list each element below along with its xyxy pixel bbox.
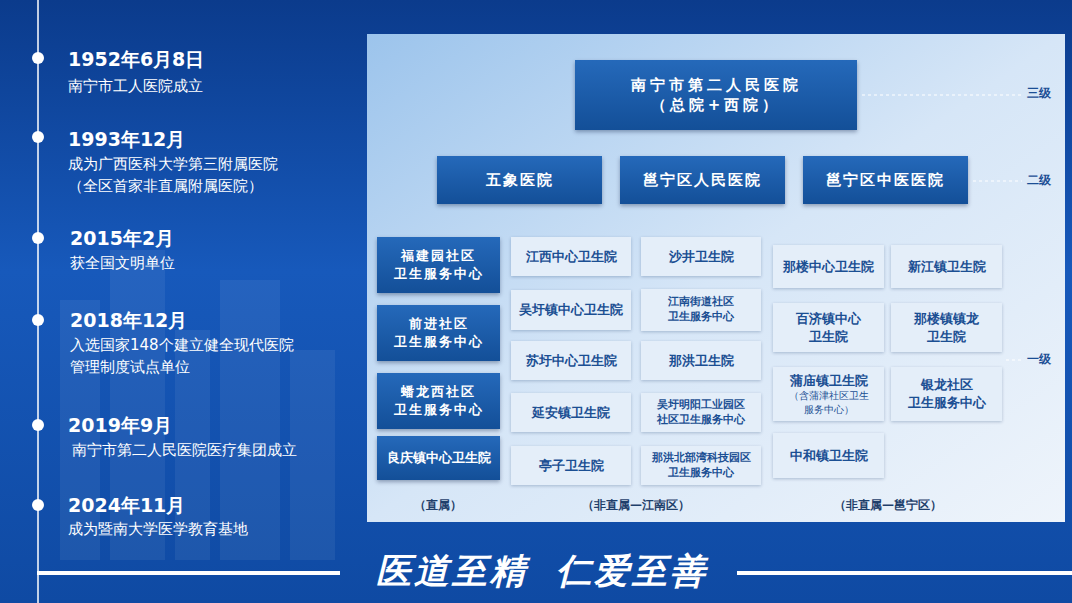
org-box: 五象医院 [437,156,602,204]
org-box: 福建园社区 卫生服务中心 [377,237,500,293]
org-name: 那楼中心卫生院 [783,258,874,276]
timeline-note: 入选国家148个建立健全现代医院 管理制度试点单位 [70,335,296,379]
org-box: 良庆镇中心卫生院 [377,436,500,480]
chart-panel [367,34,1065,522]
org-box-light: 江南街道社区 卫生服务中心 [641,289,761,331]
timeline-date: 1993年12月 [68,128,185,151]
org-name: 江南街道社区 卫生服务中心 [667,295,735,325]
timeline-date: 2018年12月 [70,309,187,332]
timeline-note: 成为暨南大学医学教育基地 [68,519,248,541]
org-name: 福建园社区 卫生服务中心 [393,247,485,282]
column-label: （直属） [338,497,538,514]
org-name: 五象医院 [486,170,554,190]
org-name: 沙井卫生院 [669,248,734,266]
org-name: 那洪卫生院 [669,352,734,370]
timeline-date: 1952年6月8日 [68,48,204,71]
org-box-light: 那楼镇镇龙 卫生院 [891,303,1002,352]
level-label: 二级 [1027,172,1051,189]
level-label: 三级 [1027,85,1051,102]
org-box-light: 中和镇卫生院 [773,433,884,478]
org-box-light: 吴圩明阳工业园区 社区卫生服务中心 [641,393,761,432]
timeline-note: 南宁市第二人民医院医疗集团成立 [72,440,297,462]
org-box: 邕宁区中医医院 [803,156,968,204]
slogan-text: 医道至精 [376,550,528,592]
level-leaders [862,95,1022,360]
org-box-light: 蒲庙镇卫生院（含蒲津社区卫生 服务中心） [773,367,884,421]
org-name: 延安镇卫生院 [532,404,610,422]
slogan-bar [37,571,340,575]
column-label: （非直属—邕宁区） [788,497,988,514]
org-name: 那洪北部湾科技园区 卫生服务中心 [651,451,752,481]
org-box-light: 延安镇卫生院 [511,393,631,432]
org-name: 中和镇卫生院 [790,447,868,465]
org-box: 南宁市第二人民医院 （总院+西院） [575,60,857,130]
level-label: 一级 [1027,351,1051,368]
org-box-light: 苏圩中心卫生院 [511,341,631,380]
org-name: 吴圩镇中心卫生院 [519,301,623,319]
org-box: 蟠龙西社区 卫生服务中心 [377,373,500,429]
org-box-light: 银龙社区 卫生服务中心 [891,367,1002,421]
timeline-note: 成为广西医科大学第三附属医院 （全区首家非直属附属医院） [68,154,280,198]
timeline-line [37,0,39,603]
org-name: 邕宁区人民医院 [643,170,762,190]
org-box-light: 那洪北部湾科技园区 卫生服务中心 [641,446,761,485]
org-name: 银龙社区 卫生服务中心 [907,376,987,411]
org-box-light: 那楼中心卫生院 [773,245,884,288]
org-name: 前进社区 卫生服务中心 [393,315,485,350]
timeline-date: 2015年2月 [70,227,174,250]
timeline-date: 2019年9月 [68,414,172,437]
org-box: 邕宁区人民医院 [620,156,785,204]
slogan-text: 仁爱至善 [556,550,708,592]
org-name: 蒲庙镇卫生院 [790,372,868,390]
org-box-light: 百济镇中心 卫生院 [773,303,884,352]
org-name: 吴圩明阳工业园区 社区卫生服务中心 [656,398,746,428]
timeline-dots [32,52,44,511]
org-name: 新江镇卫生院 [908,258,986,276]
org-box-light: 吴圩镇中心卫生院 [511,290,631,330]
timeline-note: 获全国文明单位 [70,253,175,275]
org-name: 蟠龙西社区 卫生服务中心 [393,383,485,418]
org-name: 苏圩中心卫生院 [526,352,617,370]
org-name: 南宁市第二人民医院 （总院+西院） [630,75,803,116]
timeline-note: 南宁市工人医院成立 [68,76,203,98]
org-box: 前进社区 卫生服务中心 [377,305,500,361]
timeline-date: 2024年11月 [68,494,185,517]
org-name: 那楼镇镇龙 卫生院 [913,310,980,345]
org-name: 良庆镇中心卫生院 [387,449,491,467]
column-label: （非直属—江南区） [536,497,736,514]
org-name: 江西中心卫生院 [526,248,617,266]
org-name: 邕宁区中医医院 [826,170,945,190]
org-name: 百济镇中心 卫生院 [795,310,862,345]
city-silhouette [60,250,335,560]
org-box-light: 新江镇卫生院 [891,245,1002,288]
org-box-light: 沙井卫生院 [641,237,761,276]
org-box-light: 江西中心卫生院 [511,237,631,276]
org-box-light: 那洪卫生院 [641,341,761,380]
org-subnote: （含蒲津社区卫生 服务中心） [788,389,870,416]
slogan-bar [737,571,1072,575]
org-name: 亭子卫生院 [539,457,604,475]
org-box-light: 亭子卫生院 [511,446,631,485]
